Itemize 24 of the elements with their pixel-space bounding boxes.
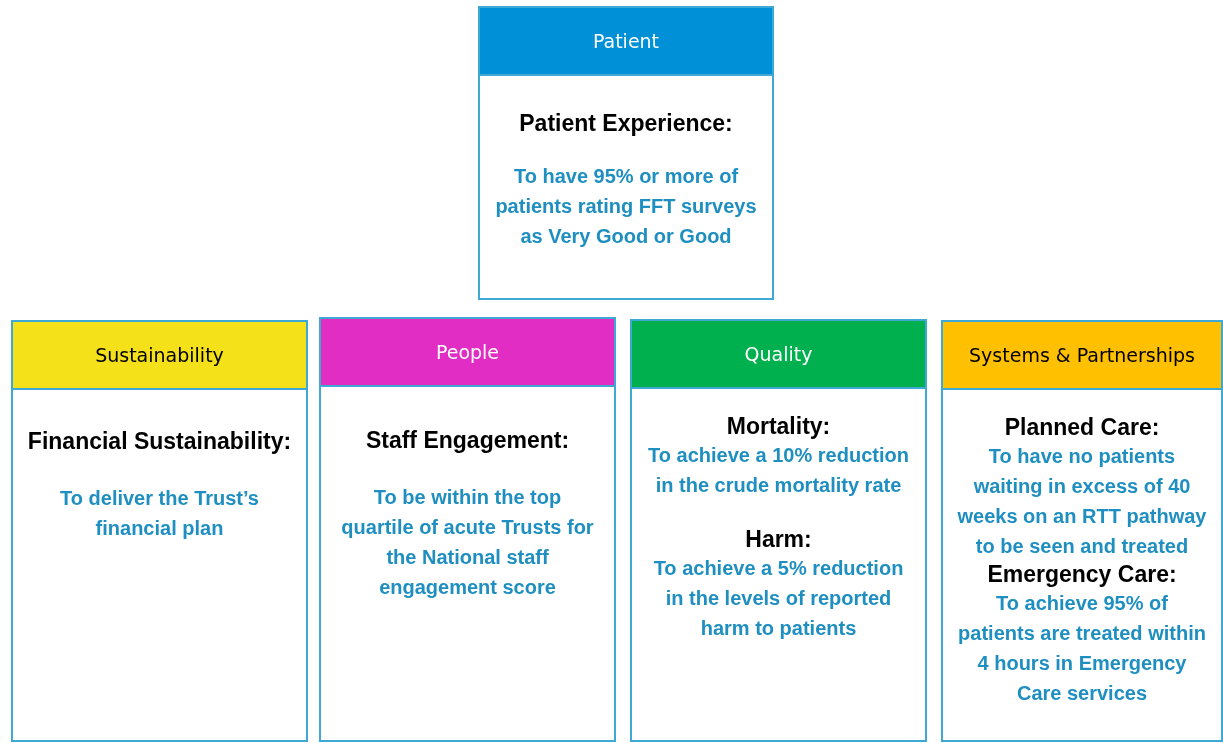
goal-card: [478, 6, 774, 300]
goal-heading: Financial Sustainability:: [27, 428, 292, 455]
goal-heading: Planned Care:: [1004, 414, 1160, 441]
card-header: Sustainability: [13, 322, 306, 390]
goal-description: To achieve 95% of patients are treated within 4 hours in Emergency Care services: [957, 591, 1207, 706]
goal-description: To deliver the Trust’s financial plan: [59, 486, 260, 541]
goal-card: [11, 320, 308, 742]
card-header: People: [321, 319, 614, 387]
goal-card: [319, 317, 616, 742]
goal-card: [941, 320, 1223, 742]
goal-description: To have 95% or more of patients rating FFT surveys as Very Good or Good: [494, 164, 758, 249]
goal-heading: Staff Engagement:: [365, 427, 570, 454]
goal-description: To achieve a 5% reduction in the levels of reported harm to patients: [652, 556, 905, 641]
goal-heading: Mortality:: [726, 413, 831, 440]
card-header: Systems & Partnerships: [943, 322, 1221, 390]
card-header: Quality: [632, 321, 925, 389]
goal-heading: Harm:: [745, 526, 812, 553]
goal-description: To achieve a 10% reduction in the crude mortality rate: [647, 443, 910, 498]
goal-description: To have no patients waiting in excess of 40 weeks on an RTT pathway to be seen and treated: [957, 444, 1207, 559]
goal-card: [630, 319, 927, 742]
card-header: Patient: [480, 8, 772, 76]
goal-heading: Patient Experience:: [519, 110, 733, 137]
goal-description: To be within the top quartile of acute Trusts for the National staff engagement score: [340, 485, 595, 600]
goal-heading: Emergency Care:: [987, 561, 1177, 588]
